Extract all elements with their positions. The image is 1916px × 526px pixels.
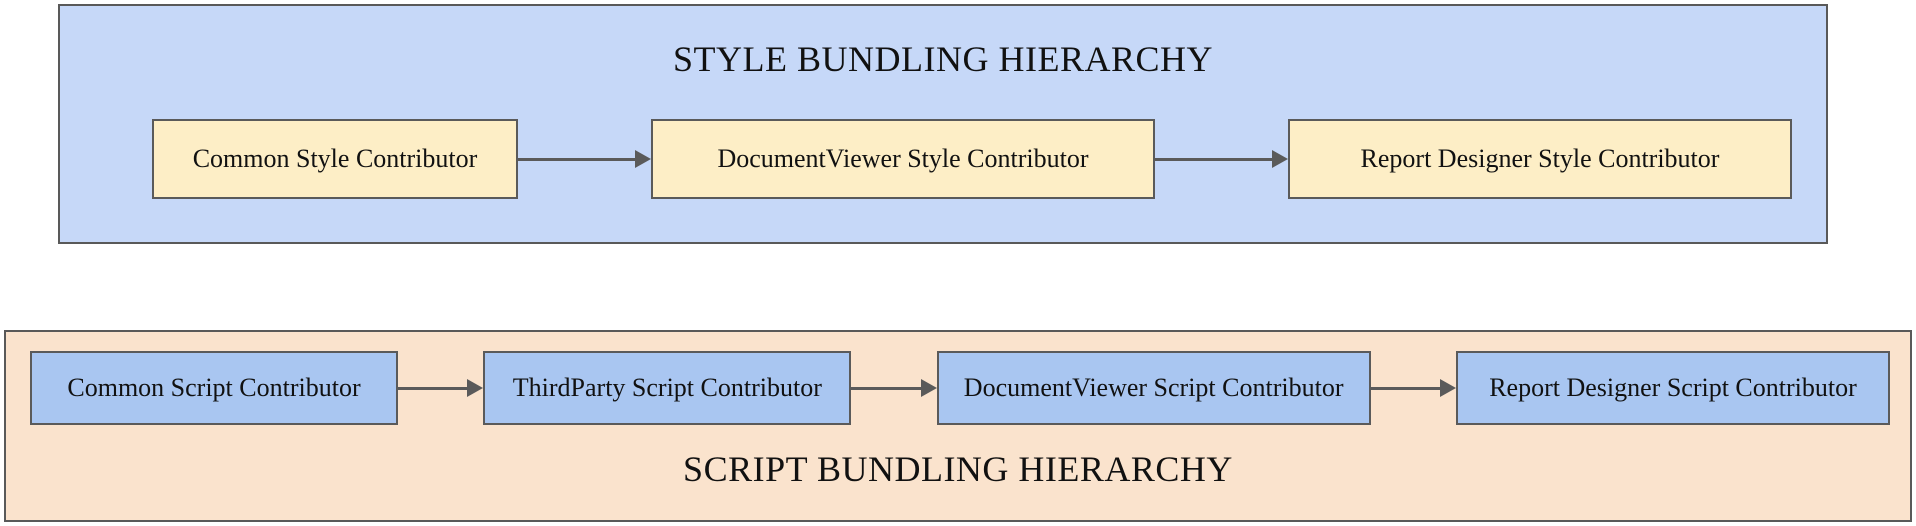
node-common-script-contributor[interactable]: Common Script Contributor (30, 351, 398, 425)
arrow-head (1439, 379, 1456, 397)
script-bundling-panel: Common Script Contributor ThirdParty Scr… (4, 330, 1912, 522)
arrow-right-icon (398, 376, 484, 400)
script-flow-row: Common Script Contributor ThirdParty Scr… (30, 350, 1890, 426)
arrow-shaft (1370, 386, 1444, 390)
arrow-shaft (518, 157, 639, 161)
style-bundling-panel: STYLE BUNDLING HIERARCHY Common Style Co… (58, 4, 1828, 244)
style-flow-row: Common Style Contributor DocumentViewer … (152, 119, 1792, 199)
arrow-head (920, 379, 937, 397)
arrow-shaft (1155, 157, 1276, 161)
arrow-head (1272, 150, 1288, 168)
arrow-right-icon (851, 376, 937, 400)
node-report-designer-style-contributor[interactable]: Report Designer Style Contributor (1288, 119, 1792, 199)
arrow-head (467, 379, 484, 397)
arrow-shaft (398, 386, 472, 390)
arrow-right-icon (1155, 147, 1288, 171)
arrow-right-icon (1370, 376, 1456, 400)
node-common-style-contributor[interactable]: Common Style Contributor (152, 119, 518, 199)
node-documentviewer-script-contributor[interactable]: DocumentViewer Script Contributor (936, 351, 1371, 425)
node-documentviewer-style-contributor[interactable]: DocumentViewer Style Contributor (651, 119, 1155, 199)
script-bundling-title: SCRIPT BUNDLING HIERARCHY (683, 449, 1233, 489)
arrow-head (635, 150, 651, 168)
arrow-right-icon (518, 147, 651, 171)
arrow-shaft (851, 386, 925, 390)
node-report-designer-script-contributor[interactable]: Report Designer Script Contributor (1455, 351, 1890, 425)
node-thirdparty-script-contributor[interactable]: ThirdParty Script Contributor (483, 351, 852, 425)
style-bundling-title: STYLE BUNDLING HIERARCHY (673, 39, 1213, 79)
